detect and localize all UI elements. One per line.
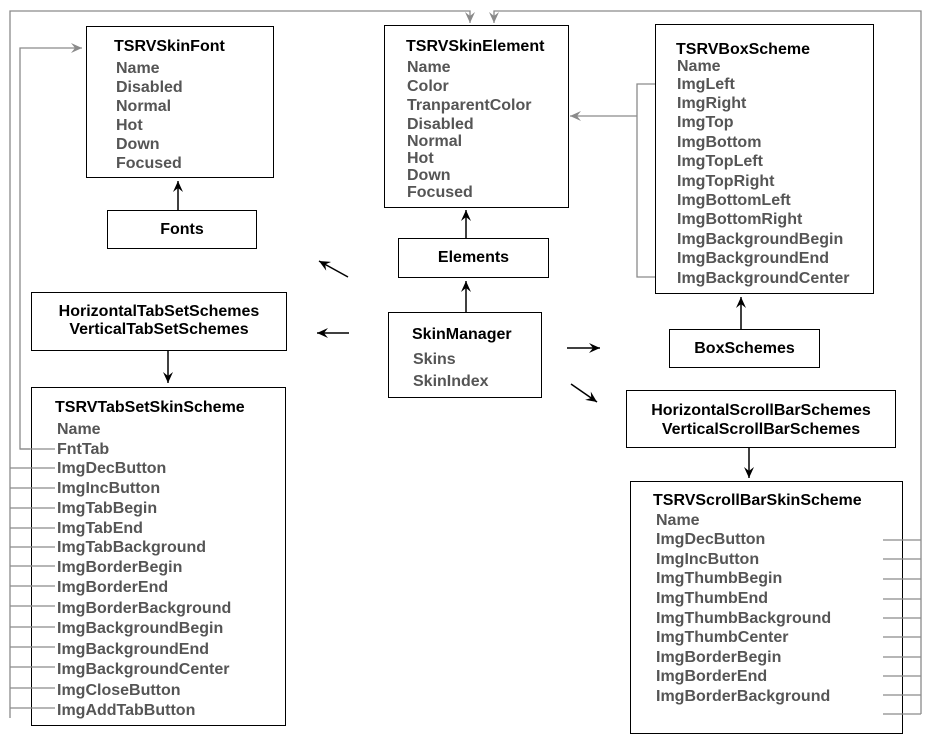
field: ImgBorderEnd	[57, 579, 169, 596]
field-list: Name Disabled Normal Hot Down Focused	[116, 59, 183, 173]
field: ImgBackgroundEnd	[57, 641, 210, 658]
field: ImgTop	[677, 114, 734, 131]
field: ImgTopRight	[677, 173, 775, 190]
class-title: SkinManager	[412, 326, 512, 343]
field: ImgBackgroundCenter	[57, 661, 230, 678]
field-list: Name FntTab ImgDecButton ImgIncButton Im…	[57, 420, 231, 720]
field: Skins	[413, 351, 456, 368]
field: Disabled	[116, 79, 183, 96]
field: Down	[407, 167, 451, 184]
field-list: Name ImgDecButton ImgIncButton ImgThumbB…	[656, 511, 831, 706]
field: Hot	[116, 117, 143, 134]
field: ImgCloseButton	[57, 682, 181, 699]
class-tabset-skin-scheme: TSRVTabSetSkinScheme Name FntTab ImgDecB…	[31, 387, 286, 726]
connector-scrollbar-to-element	[489, 10, 922, 714]
field: Name	[656, 512, 700, 529]
field: Down	[116, 136, 160, 153]
class-title: TSRVScrollBarSkinScheme	[653, 492, 862, 509]
collection-tabset-schemes: HorizontalTabSetSchemes VerticalTabSetSc…	[31, 292, 287, 351]
field: ImgBorderEnd	[656, 668, 768, 685]
collection-label: HorizontalScrollBarSchemes	[651, 402, 871, 419]
field: Normal	[407, 133, 463, 150]
collection-label: Fonts	[160, 220, 204, 238]
field: Normal	[116, 98, 172, 115]
field: ImgThumbBackground	[656, 610, 832, 627]
class-title: TSRVSkinElement	[406, 38, 545, 55]
field: SkinIndex	[413, 373, 489, 390]
arrow-manager-to-fonts	[318, 260, 349, 278]
collection-fonts: Fonts	[107, 210, 257, 249]
field: ImgBorderBegin	[656, 649, 782, 666]
field: ImgAddTabButton	[57, 702, 196, 719]
field: ImgTopLeft	[677, 153, 763, 170]
connector-box-to-element	[636, 83, 655, 278]
collection-label: VerticalTabSetSchemes	[69, 321, 249, 338]
field: ImgIncButton	[656, 551, 760, 568]
field: Focused	[116, 155, 182, 172]
field: FntTab	[57, 441, 110, 458]
class-scrollbar-skin-scheme: TSRVScrollBarSkinScheme Name ImgDecButto…	[630, 481, 903, 734]
field: ImgIncButton	[57, 480, 161, 497]
field: ImgTabBackground	[57, 539, 207, 556]
skin-manager: SkinManager Skins SkinIndex	[388, 312, 542, 398]
field: ImgBackgroundBegin	[677, 231, 844, 248]
field: Hot	[407, 150, 434, 167]
field-list: Name Color TranparentColor Disabled Norm…	[407, 58, 531, 201]
class-box-scheme: TSRVBoxScheme Name ImgLeft ImgRight ImgT…	[655, 24, 874, 294]
field: ImgTabBegin	[57, 500, 158, 517]
field: ImgThumbBegin	[656, 570, 783, 587]
class-skin-font: TSRVSkinFont Name Disabled Normal Hot Do…	[86, 26, 274, 178]
field: ImgBackgroundCenter	[677, 270, 850, 287]
field: ImgBottomRight	[677, 211, 803, 228]
collection-label: VerticalScrollBarSchemes	[661, 421, 861, 438]
field: Disabled	[407, 116, 474, 133]
field: ImgBottomLeft	[677, 192, 791, 209]
collection-scrollbar-schemes: HorizontalScrollBarSchemes VerticalScrol…	[626, 390, 896, 448]
field: Name	[116, 60, 160, 77]
field: TranparentColor	[407, 97, 532, 114]
field: Color	[407, 78, 449, 95]
field: ImgTabEnd	[57, 520, 143, 537]
field: Name	[57, 421, 101, 438]
field-list: Name ImgLeft ImgRight ImgTop ImgBottom I…	[677, 58, 849, 288]
field: ImgThumbCenter	[656, 629, 789, 646]
collection-box-schemes: BoxSchemes	[669, 329, 820, 368]
field: ImgBackgroundBegin	[57, 620, 224, 637]
field: ImgRight	[677, 95, 747, 112]
class-title: TSRVBoxScheme	[676, 41, 810, 58]
field: ImgThumbEnd	[656, 590, 768, 607]
field: ImgLeft	[677, 76, 735, 93]
connector-tabset-to-element	[9, 10, 475, 718]
field: ImgBorderBackground	[57, 600, 232, 617]
class-skin-element: TSRVSkinElement Name Color TranparentCol…	[384, 25, 569, 208]
field: ImgBottom	[677, 134, 762, 151]
field: Name	[407, 59, 451, 76]
collection-label: HorizontalTabSetSchemes	[58, 303, 260, 320]
field: Name	[677, 58, 721, 75]
collection-label: BoxSchemes	[694, 339, 795, 357]
arrow-manager-to-scrollschemes	[570, 383, 598, 403]
field-list: Skins SkinIndex	[413, 348, 489, 391]
field: ImgBorderBackground	[656, 688, 831, 705]
collection-label: Elements	[437, 249, 510, 266]
class-title: TSRVSkinFont	[114, 38, 225, 55]
field: ImgDecButton	[656, 531, 766, 548]
class-title: TSRVTabSetSkinScheme	[55, 399, 245, 416]
field: ImgDecButton	[57, 460, 167, 477]
collection-elements: Elements	[398, 238, 549, 278]
field: Focused	[407, 184, 473, 201]
field: ImgBorderBegin	[57, 559, 183, 576]
field: ImgBackgroundEnd	[677, 250, 830, 267]
